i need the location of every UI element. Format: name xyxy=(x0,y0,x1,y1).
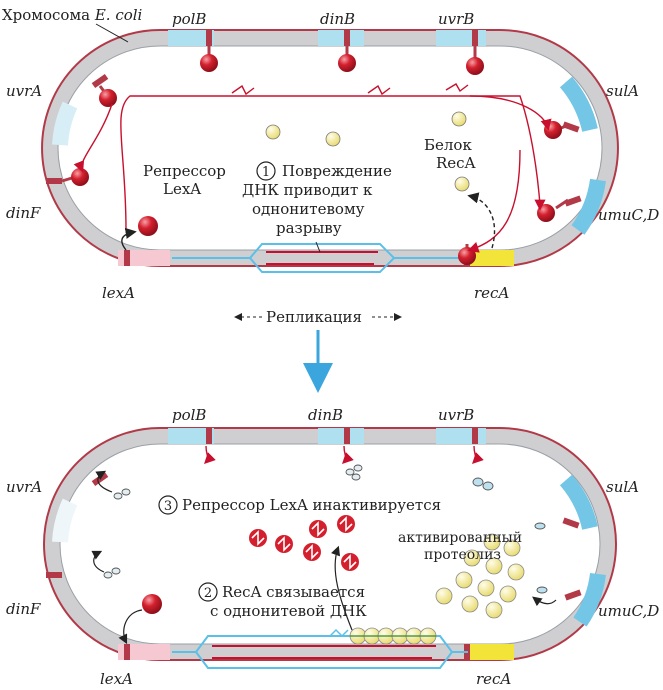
bottom-step3-number: 3 xyxy=(164,499,172,514)
bottom-repressor-fragments xyxy=(103,464,548,594)
top-step1-text: Повреждение ДНК приводит к однонитевому … xyxy=(242,162,397,237)
bottom-step2-marker xyxy=(198,582,218,602)
top-gene-dinB-segment xyxy=(318,30,364,46)
bottom-step3-text: Репрессор LexA инактивируется xyxy=(182,496,441,514)
bottom-step2-text: RecA связывается с однонитевой ДНК xyxy=(210,583,370,620)
top-repressor-label: Репрессор LexA xyxy=(143,162,231,198)
top-operator-marks xyxy=(46,30,582,266)
top-gene-lexA-segment xyxy=(118,250,170,266)
top-label-umuCD: umuC,D xyxy=(598,206,659,224)
bottom-gene-dinB-segment xyxy=(318,428,364,444)
bottom-replication-bubble xyxy=(172,635,468,669)
bottom-gene-polB-segment xyxy=(168,428,214,444)
bottom-gene-umuCD-segment xyxy=(573,572,606,627)
bottom-repressor-free xyxy=(142,594,162,614)
top-step1-marker xyxy=(256,161,276,181)
top-repressor-balls xyxy=(71,54,562,265)
bottom-cleaved-repressors xyxy=(249,515,359,571)
bottom-label-dinF: dinF xyxy=(6,600,41,618)
bottom-label-uvrB: uvrB xyxy=(438,406,474,424)
top-gene-sulA-segment xyxy=(559,76,598,132)
bottom-label-dinB: dinB xyxy=(308,406,343,424)
top-repressor-dinB xyxy=(338,54,356,72)
top-label-dinB: dinB xyxy=(320,10,355,28)
top-step1-pointer xyxy=(315,241,321,253)
bottom-step2-number: 2 xyxy=(204,586,212,601)
top-chromosome-label: Хромосома E. coli xyxy=(2,6,143,24)
top-repressor-dinF xyxy=(71,168,89,186)
bottom-cell: polB dinB uvrB uvrA sulA dinF umuC,D lex… xyxy=(6,406,659,688)
top-label-lexA: lexA xyxy=(102,284,135,302)
top-gene-uvrA-segment xyxy=(52,101,78,146)
bottom-free-reca xyxy=(435,533,525,619)
bottom-membrane-outer xyxy=(43,427,617,661)
top-repressor-polB xyxy=(200,54,218,72)
top-reca-protein-label: Белок RecA xyxy=(424,136,477,172)
top-expression-arrows xyxy=(73,83,552,253)
bottom-gene-sulA-segment xyxy=(559,474,598,530)
top-gene-uvrB-segment xyxy=(436,30,486,46)
bottom-expression-arrows xyxy=(204,445,484,464)
bottom-dna-nick xyxy=(329,628,349,638)
top-label-polB: polB xyxy=(172,10,206,28)
bottom-ssdna-strand xyxy=(212,645,436,659)
bottom-label-recA: recA xyxy=(476,670,511,688)
top-repressor-free xyxy=(138,216,158,236)
replication-label: Репликация xyxy=(266,308,362,326)
bottom-label-polB: polB xyxy=(172,406,206,424)
top-cell: Хромосома E. coli polB dinB uvrB uvrA su… xyxy=(2,6,659,302)
bottom-label-sulA: sulA xyxy=(606,478,639,496)
top-gene-polB-segment xyxy=(168,30,214,46)
bottom-label-lexA: lexA xyxy=(100,670,133,688)
top-label-sulA: sulA xyxy=(606,82,639,100)
bottom-label-umuCD: umuC,D xyxy=(598,602,659,620)
bottom-gene-uvrA-segment xyxy=(52,498,78,543)
top-gene-recA-segment xyxy=(468,250,514,266)
top-label-recA: recA xyxy=(474,284,509,302)
bottom-gene-lexA-segment xyxy=(118,644,170,660)
bottom-proteolysis-label: активированный протеолиз xyxy=(398,530,527,563)
top-label-uvrA: uvrA xyxy=(6,82,42,100)
top-repressor-uvrA xyxy=(99,89,117,107)
top-label-dinF: dinF xyxy=(6,204,41,222)
top-repressor-uvrB xyxy=(466,57,484,75)
top-repressor-recA xyxy=(458,247,476,265)
bottom-step3-marker xyxy=(158,495,178,515)
replication-section: Репликация xyxy=(234,308,402,393)
top-reca-production-arrow xyxy=(467,192,496,249)
bottom-gene-uvrB-segment xyxy=(436,428,486,444)
top-chromosome-pointer xyxy=(95,23,129,43)
top-gene-umuCD-segment xyxy=(571,178,606,235)
bottom-label-uvrA: uvrA xyxy=(6,478,42,496)
top-label-uvrB: uvrB xyxy=(438,10,474,28)
bottom-black-arrows xyxy=(91,470,557,645)
top-reca-proteins xyxy=(265,111,470,192)
top-ssdna-strand xyxy=(266,251,378,265)
top-lexA-feedback-arrow xyxy=(121,227,137,251)
bottom-gene-recA-segment xyxy=(468,644,514,660)
top-step1-number: 1 xyxy=(262,165,270,180)
top-replication-bubble xyxy=(172,243,468,273)
